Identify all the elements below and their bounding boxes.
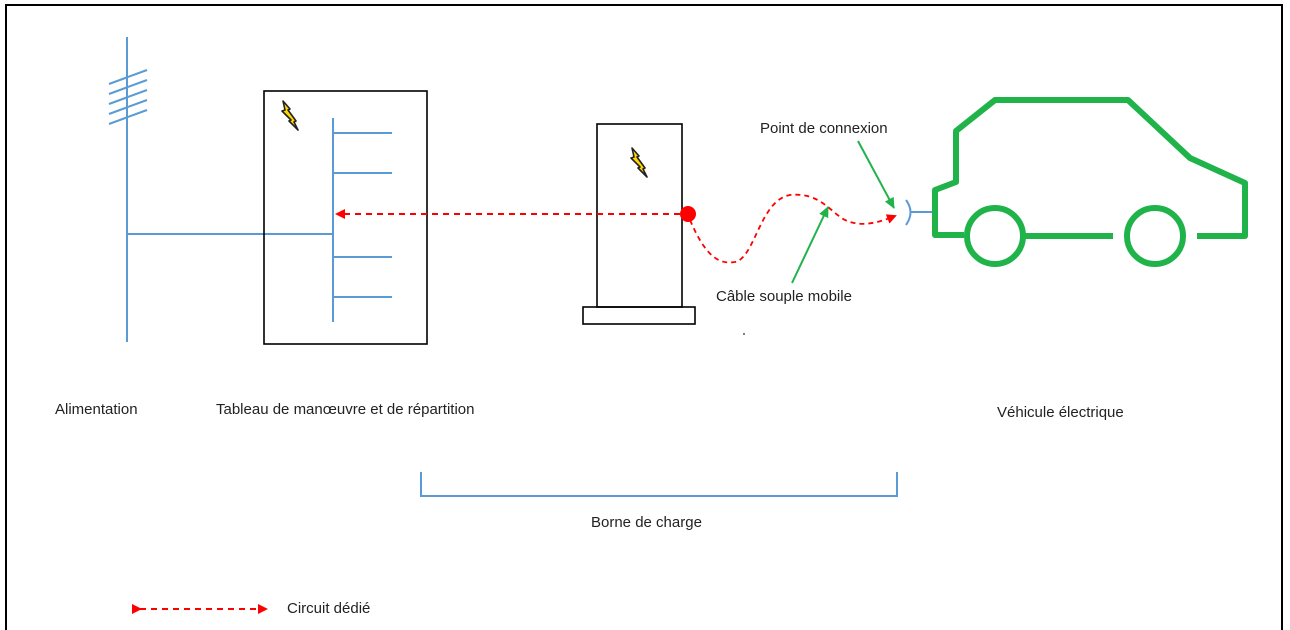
- vehicle-front-wheel: [964, 205, 1026, 267]
- lightning-bolt-icon: [281, 100, 299, 131]
- charging-station-base: [582, 306, 696, 325]
- legend-dedicated-circuit-label: Circuit dédié: [287, 600, 371, 617]
- distribution-board-label: Tableau de manœuvre et de répartition: [216, 401, 475, 418]
- charging-socket: [680, 206, 696, 222]
- lightning-bolt-icon: [630, 147, 648, 178]
- connection-point-label: Point de connexion: [760, 120, 888, 137]
- cable-arrow: [791, 206, 829, 284]
- flexible-cable: [689, 193, 897, 264]
- charging-station-label: Borne de charge: [591, 514, 702, 531]
- charging-station-bracket: [420, 472, 898, 497]
- distribution-board-box: [263, 90, 428, 345]
- flexible-cable-label: Câble souple mobile: [716, 288, 852, 305]
- connection-point-arrow: [857, 140, 895, 209]
- power-supply-pole: [108, 37, 148, 342]
- power-supply-label: Alimentation: [55, 401, 138, 418]
- vehicle-rear-wheel: [1124, 205, 1186, 267]
- stray-dot: [743, 333, 745, 335]
- diagram-frame: [5, 4, 1283, 630]
- connection-point-symbol: [905, 199, 932, 226]
- charging-station-body: [596, 123, 683, 308]
- vehicle-outline: [932, 97, 1248, 239]
- distribution-board-busbar: [332, 118, 392, 322]
- electric-vehicle-label: Véhicule électrique: [997, 404, 1124, 421]
